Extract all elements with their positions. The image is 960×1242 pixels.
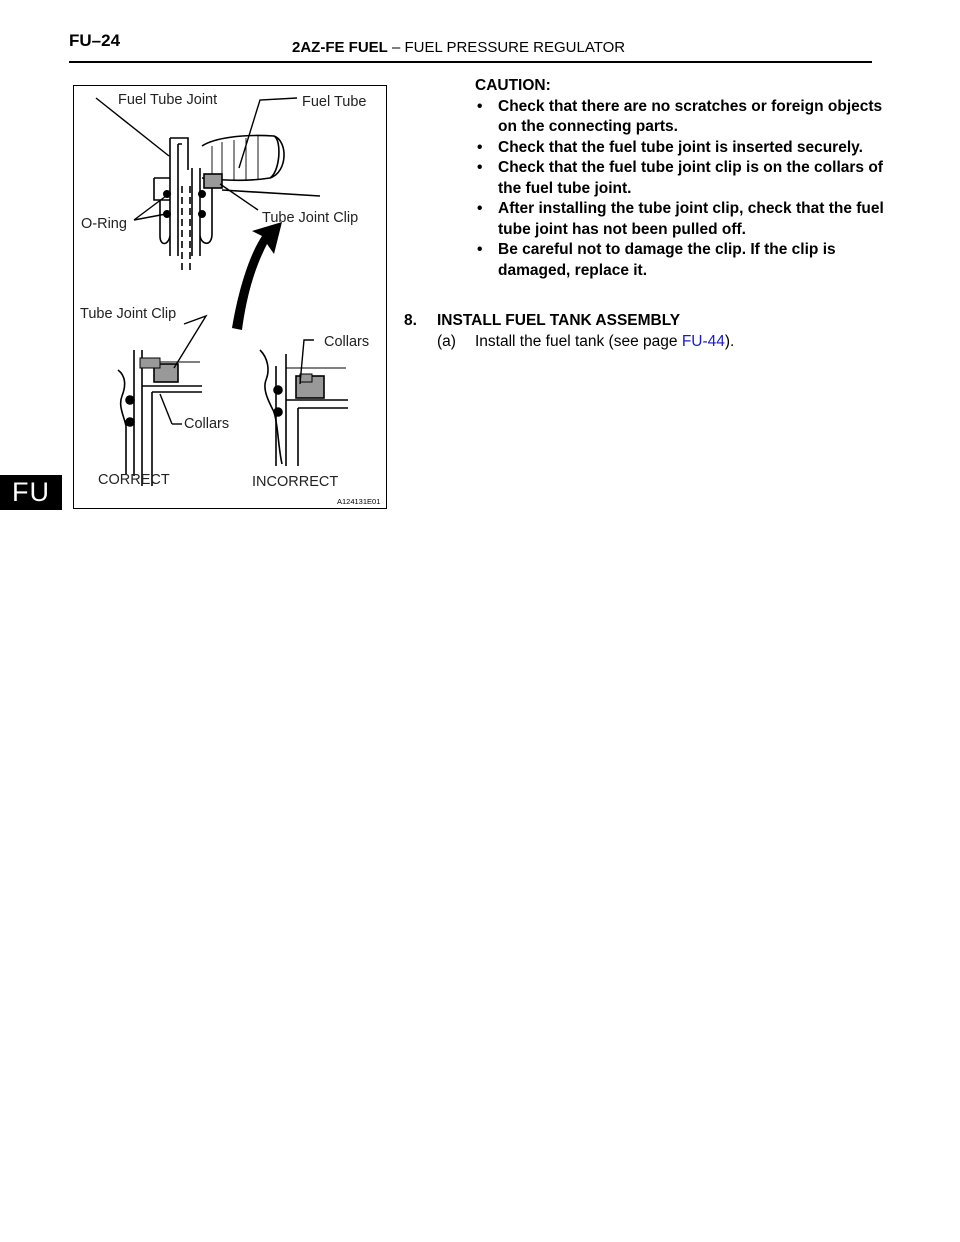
label-collars-left: Collars (184, 416, 229, 432)
label-o-ring: O-Ring (81, 216, 127, 232)
section-side-tab: FU (0, 475, 62, 510)
caution-list: •Check that there are no scratches or fo… (475, 97, 895, 282)
bullet-icon: • (477, 97, 483, 115)
bullet-icon: • (477, 200, 483, 217)
bullet-icon: • (477, 241, 483, 258)
caution-title: CAUTION: (475, 77, 551, 94)
caution-item: •Check that there are no scratches or fo… (477, 97, 883, 136)
label-fuel-tube: Fuel Tube (302, 94, 367, 110)
bullet-icon: • (477, 138, 483, 156)
fuel-tube-joint-figure: Fuel Tube Joint Fuel Tube O-Ring Tube Jo… (73, 85, 387, 509)
incorrect-detail-drawing (259, 339, 348, 466)
step-8: 8. INSTALL FUEL TANK ASSEMBLY (a) Install … (404, 310, 884, 352)
header-rule (69, 61, 872, 63)
caution-item: •After installing the tube joint clip, c… (477, 200, 884, 238)
step-heading: 8. INSTALL FUEL TANK ASSEMBLY (404, 310, 884, 331)
page-number: FU–24 (69, 31, 121, 50)
figure-id: A124131E01 (337, 497, 380, 506)
label-tube-joint-clip-bottom: Tube Joint Clip (80, 306, 176, 322)
upper-assembly-drawing (95, 97, 321, 272)
step-title: INSTALL FUEL TANK ASSEMBLY (437, 312, 681, 329)
bullet-icon: • (477, 159, 483, 176)
label-collars-right: Collars (324, 334, 369, 350)
section-title-bold: 2AZ-FE FUEL (292, 39, 388, 56)
substep-text-end: ). (724, 333, 735, 350)
page-link-fu-44[interactable]: FU-44 (681, 333, 725, 350)
caution-item: •Check that the fuel tube joint is inser… (475, 138, 895, 159)
substep-text: Install the fuel tank (see page (475, 333, 682, 350)
caution-item: •Check that the fuel tube joint clip is … (477, 159, 883, 197)
label-fuel-tube-joint: Fuel Tube Joint (118, 92, 217, 108)
section-title-rest: – FUEL PRESSURE REGULATOR (387, 39, 626, 56)
caution-item: •Be careful not to damage the clip. If t… (477, 241, 836, 279)
label-correct: CORRECT (98, 472, 170, 488)
step-number: 8. (404, 312, 417, 329)
label-incorrect: INCORRECT (252, 474, 338, 490)
section-title: 2AZ-FE FUEL – FUEL PRESSURE REGULATOR (292, 39, 625, 56)
substep-letter: (a) (437, 333, 456, 350)
substep-a: (a) Install the fuel tank (see page FU-44… (404, 331, 884, 352)
caution-block: CAUTION: •Check that there are no scratc… (475, 76, 895, 281)
label-tube-joint-clip-top: Tube Joint Clip (262, 210, 358, 226)
correct-detail-drawing (117, 314, 208, 486)
curved-arrow (232, 222, 282, 330)
